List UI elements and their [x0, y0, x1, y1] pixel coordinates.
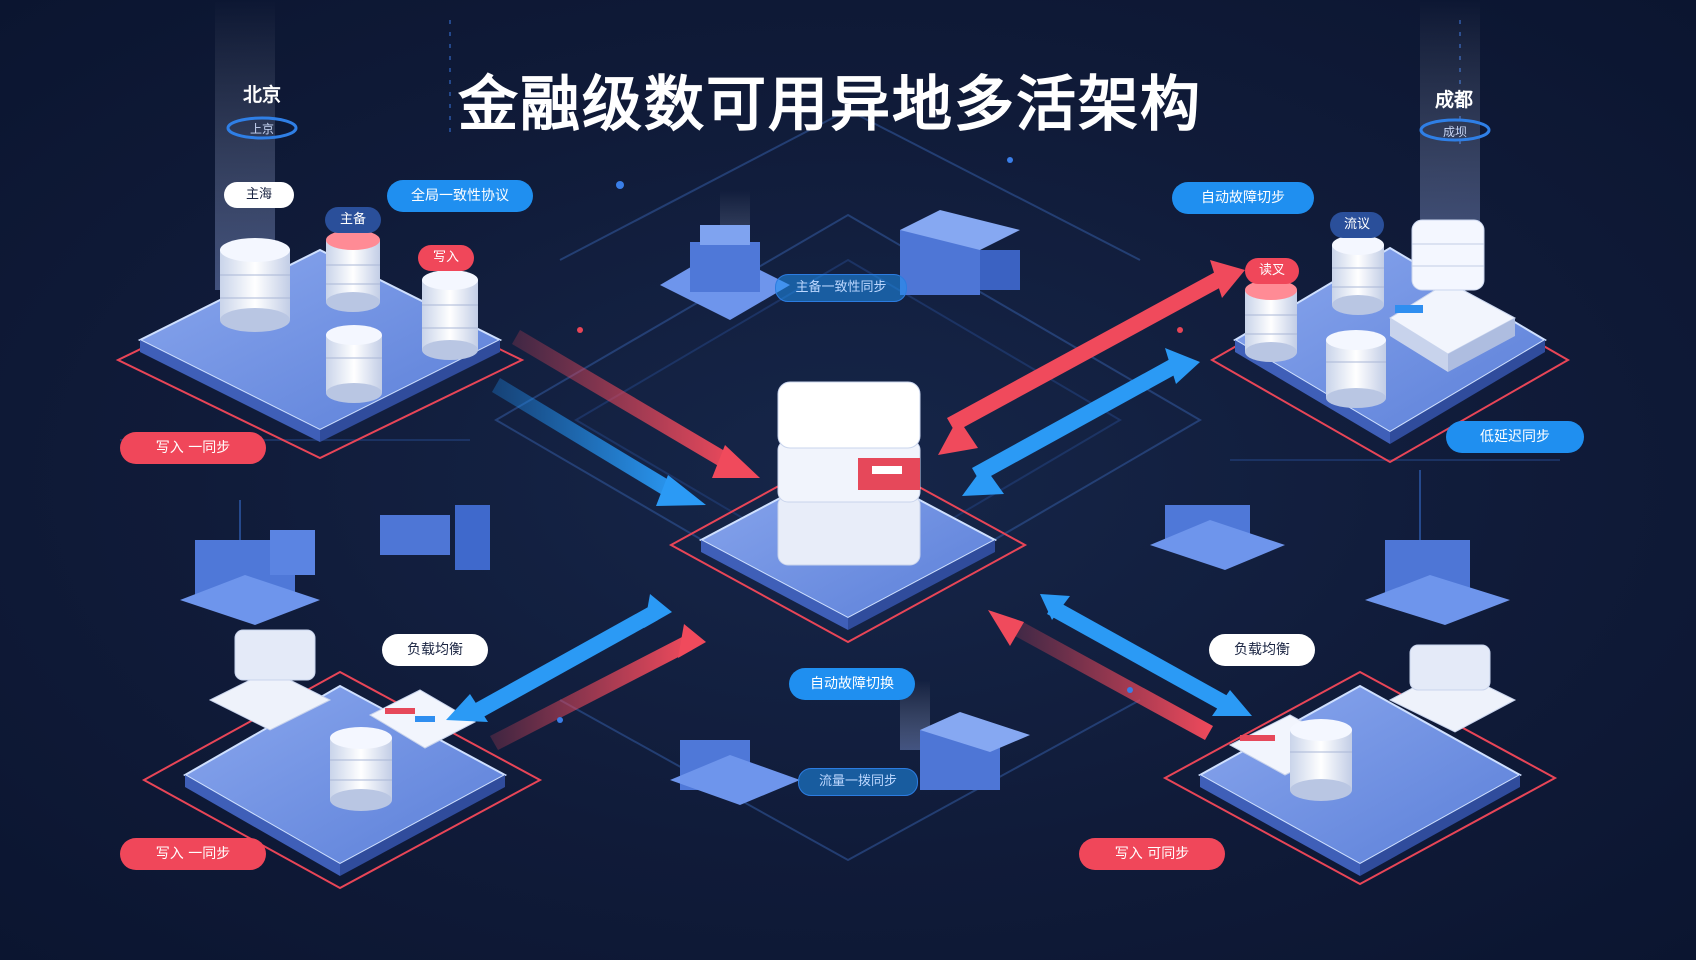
- building-icon: [180, 505, 490, 625]
- database-cylinder-icon: [422, 270, 478, 360]
- label-load-balance-right: 负载均衡: [1209, 634, 1315, 666]
- database-cylinder-icon: [220, 238, 290, 332]
- label-load-balance-left: 负载均衡: [382, 634, 488, 666]
- label-write-sync-right-bottom: 写入 可同步: [1079, 838, 1225, 870]
- database-cylinder-icon: [326, 325, 382, 403]
- city-ring-chengdu: [1419, 118, 1491, 142]
- city-chengdu: 成都: [1434, 89, 1473, 111]
- red-arrow-icon: [490, 624, 706, 750]
- building-icon: [670, 712, 1030, 805]
- label-low-latency: 低延迟同步: [1446, 421, 1584, 453]
- glow-dots: [557, 157, 1183, 723]
- database-cylinder-icon: [330, 727, 392, 811]
- blue-arrow-icon: [492, 378, 706, 506]
- database-cylinder-icon: [1332, 235, 1384, 315]
- label-shanghai: 主海: [224, 182, 294, 208]
- blue-arrow-icon: [962, 348, 1200, 496]
- server-stack-icon: [777, 381, 921, 566]
- label-main-sync: 主备一致性同步: [775, 274, 907, 302]
- label-auto-failover-center: 自动故障切换: [789, 668, 915, 700]
- label-bottom-sync: 流量一拨同步: [798, 768, 918, 796]
- label-write-sync-left-bottom: 写入 一同步: [120, 838, 266, 870]
- city-beijing-sub: 上京: [249, 122, 274, 136]
- label-liuyi: 流议: [1330, 212, 1384, 238]
- database-cylinder-icon: [1326, 330, 1386, 408]
- database-cylinder-icon: [1290, 719, 1352, 801]
- city-ring-beijing: [226, 116, 298, 140]
- red-arrow-icon: [938, 260, 1245, 455]
- page-title: 金融级数可用异地多活架构: [458, 70, 1202, 140]
- server-stack-icon: [208, 629, 477, 749]
- label-zhubei: 主备: [325, 207, 381, 233]
- city-beijing: 北京: [242, 84, 281, 106]
- label-xieru: 写入: [418, 245, 474, 271]
- city-chengdu-sub: 成坝: [1442, 125, 1467, 139]
- building-icon: [660, 210, 1020, 320]
- label-write-sync-left-mid: 写入 一同步: [120, 432, 266, 464]
- blue-arrow-icon: [1040, 594, 1252, 716]
- label-global-consensus: 全局一致性协议: [387, 180, 533, 212]
- platform-top-left: [115, 248, 525, 460]
- label-duxie: 读叉: [1245, 258, 1299, 284]
- database-cylinder-icon: [1245, 280, 1297, 362]
- red-arrow-icon: [988, 610, 1213, 740]
- server-stack-icon: [1389, 219, 1517, 372]
- red-arrow-icon: [512, 330, 760, 478]
- blue-arrow-icon: [446, 594, 672, 722]
- database-cylinder-icon: [326, 230, 380, 312]
- label-auto-failover-top: 自动故障切步: [1172, 182, 1314, 214]
- building-icon: [1150, 505, 1510, 625]
